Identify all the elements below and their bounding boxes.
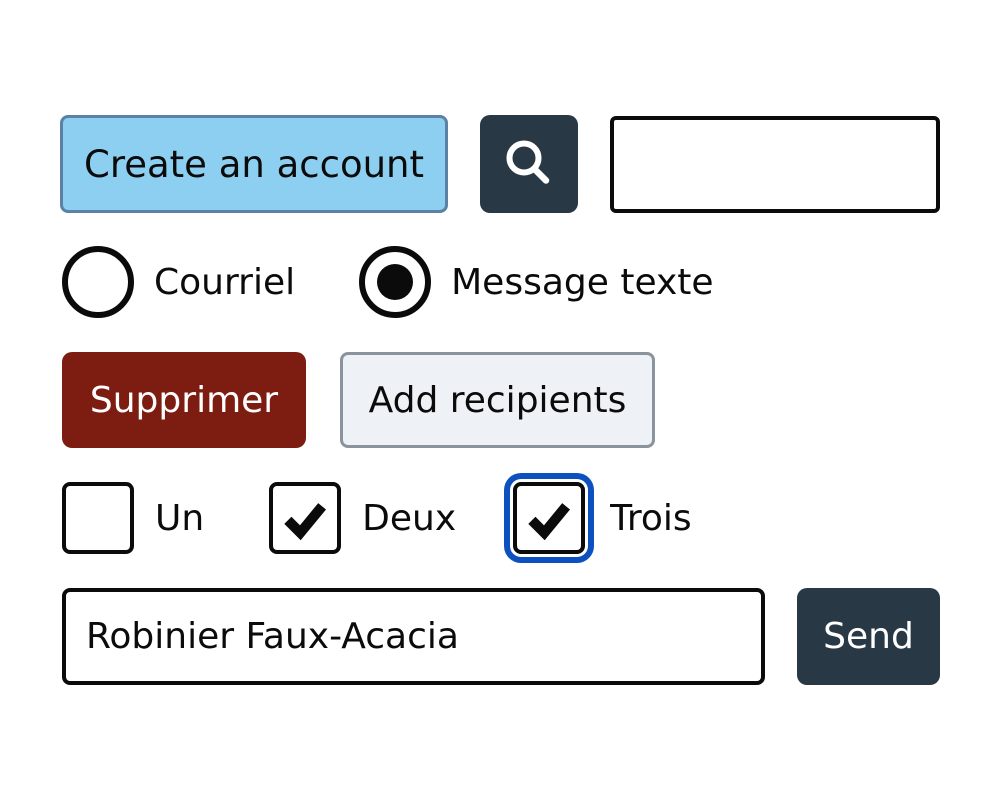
search-button[interactable] — [480, 115, 578, 213]
checkbox-group-un: Un — [62, 482, 204, 554]
radio-dot — [377, 264, 414, 300]
radio-label-courriel[interactable]: Courriel — [154, 261, 296, 303]
checkbox-label-trois[interactable]: Trois — [610, 497, 692, 539]
send-button[interactable]: Send — [797, 588, 940, 685]
radio-label-message-texte[interactable]: Message texte — [451, 261, 714, 303]
create-account-button[interactable]: Create an account — [60, 115, 448, 213]
checkbox-label-deux[interactable]: Deux — [362, 497, 457, 539]
compose-row: Send — [62, 588, 940, 685]
add-recipients-button[interactable]: Add recipients — [340, 352, 655, 448]
supprimer-button[interactable]: Supprimer — [62, 352, 306, 448]
checkbox-label-un[interactable]: Un — [155, 497, 205, 539]
checkbox-group-deux: Deux — [269, 482, 456, 554]
radio-message-texte[interactable] — [359, 246, 432, 318]
message-input[interactable] — [62, 588, 765, 685]
checkbox-un[interactable] — [62, 482, 134, 554]
radio-courriel[interactable] — [62, 246, 134, 318]
radio-group-message-texte: Message texte — [359, 246, 714, 318]
magnifier-icon — [497, 132, 561, 196]
checkbox-deux[interactable] — [269, 482, 342, 554]
checkmark-icon — [284, 503, 327, 541]
delivery-options-group: Courriel Message texte — [62, 246, 714, 318]
top-row: Create an account — [60, 115, 940, 213]
action-buttons-row: Supprimer Add recipients — [62, 352, 655, 448]
checkmark-icon — [528, 503, 571, 541]
radio-group-courriel: Courriel — [62, 246, 295, 318]
search-input[interactable] — [610, 115, 940, 213]
checkbox-trois[interactable] — [513, 482, 586, 554]
checkbox-group-trois: Trois — [513, 482, 692, 554]
checkbox-group: Un Deux Trois — [62, 482, 692, 554]
